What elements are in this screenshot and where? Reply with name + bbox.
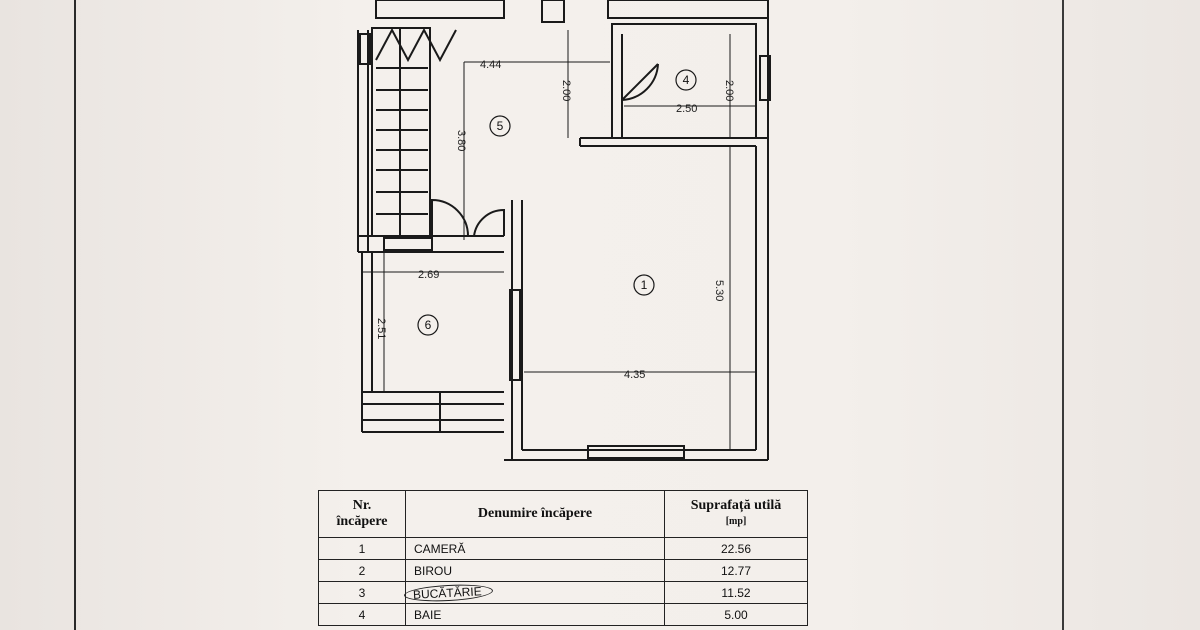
paper-edge-line <box>1062 0 1064 630</box>
dimension-4-35: 4.35 <box>624 369 645 381</box>
header-room-number: Nr. încăpere <box>318 490 406 538</box>
dimension-4-44: 4.44 <box>480 59 501 71</box>
room-area-table: Nr. încăpere Denumire încăpere Suprafață… <box>318 490 808 626</box>
dimension-2-69: 2.69 <box>418 269 439 281</box>
room-number-4: 4 <box>683 73 690 87</box>
room-number-6: 6 <box>425 318 432 332</box>
dimension-3-80: 3.80 <box>455 130 467 151</box>
header-usable-area: Suprafață utilă [mp] <box>664 490 808 538</box>
room-number-1: 1 <box>641 278 648 292</box>
table-row: 2 BIROU 12.77 <box>318 559 808 582</box>
room-number-5: 5 <box>497 119 504 133</box>
dimension-2-00-hall: 2.00 <box>560 80 572 101</box>
table-row: 1 CAMERĂ 22.56 <box>318 537 808 560</box>
dimension-2-51: 2.51 <box>375 318 387 339</box>
table-row: 3 BUCĂTĂRIE 11.52 <box>318 581 808 604</box>
margin-line <box>74 0 76 630</box>
handwritten-circle-mark: BUCĂTĂRIE <box>403 582 494 603</box>
dimension-2-00-bath: 2.00 <box>723 80 735 101</box>
table-row: 4 BAIE 5.00 <box>318 603 808 626</box>
table-header-row: Nr. încăpere Denumire încăpere Suprafață… <box>318 490 808 538</box>
dimension-2-50: 2.50 <box>676 103 697 115</box>
dimension-5-30: 5.30 <box>713 280 725 301</box>
header-room-name: Denumire încăpere <box>405 490 665 538</box>
